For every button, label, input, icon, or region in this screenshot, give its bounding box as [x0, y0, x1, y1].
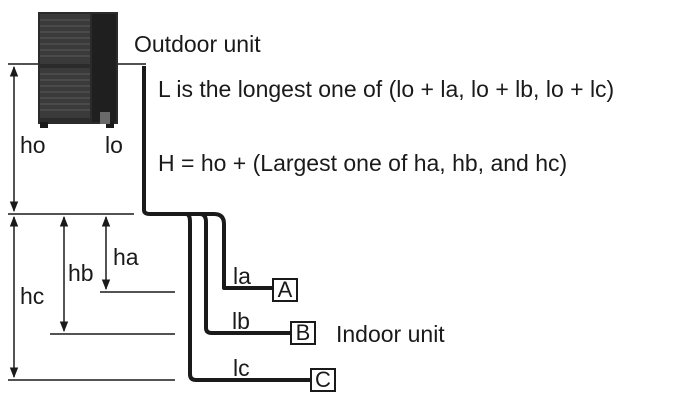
label-lo: lo: [105, 132, 123, 158]
reference-lines: [8, 63, 175, 381]
label-la: la: [233, 263, 251, 289]
indoor-unit-c: C: [310, 368, 336, 392]
indoor-unit-b: B: [290, 321, 316, 345]
label-ho: ho: [20, 132, 46, 158]
dimension-arrows: [9, 65, 111, 379]
outdoor-unit-label: Outdoor unit: [134, 31, 261, 57]
indoor-unit-a: A: [272, 278, 298, 302]
formula-L: L is the longest one of (lo + la, lo + l…: [158, 76, 615, 102]
label-hc: hc: [20, 283, 45, 309]
label-lb: lb: [232, 308, 250, 334]
label-hb: hb: [68, 260, 94, 286]
formula-H: H = ho + (Largest one of ha, hb, and hc): [158, 150, 568, 176]
outdoor-unit-icon: [38, 12, 118, 128]
label-ha: ha: [113, 244, 139, 270]
refrigerant-piping: [142, 66, 310, 382]
label-lc: lc: [233, 355, 250, 381]
indoor-unit-label: Indoor unit: [336, 321, 445, 347]
